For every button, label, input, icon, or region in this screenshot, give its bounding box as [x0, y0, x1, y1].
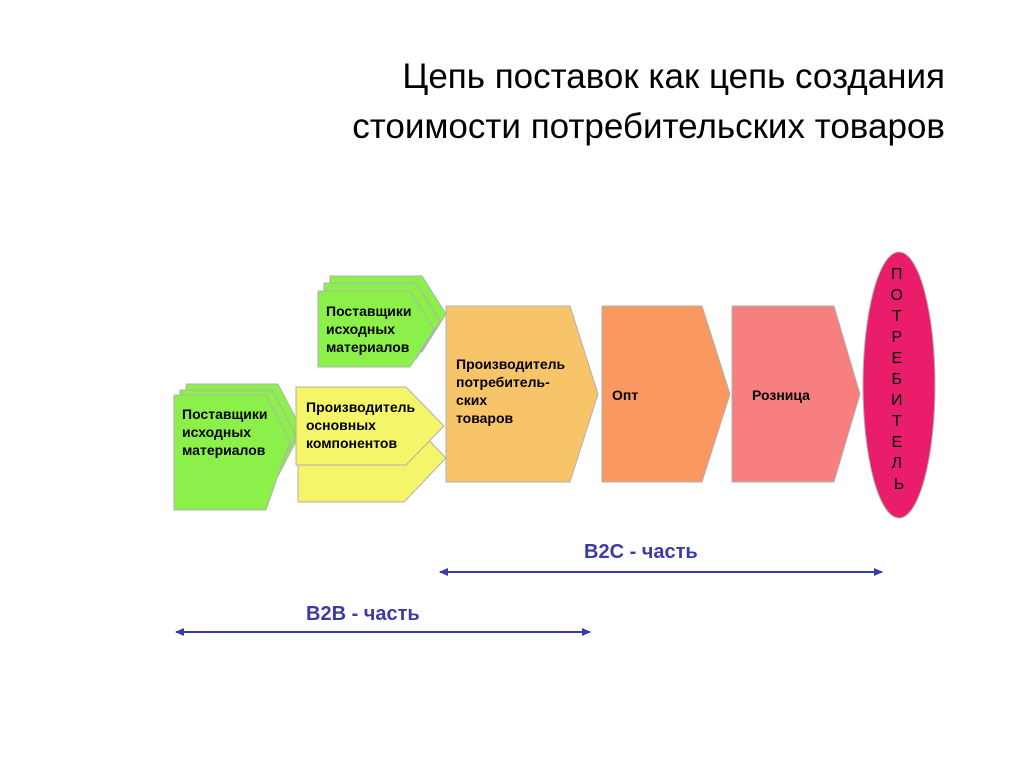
goods-producer-label-line-2: потребитель-	[456, 374, 550, 390]
wholesale-chevron	[601, 305, 731, 483]
components-producer-label-line-3: компонентов	[306, 435, 397, 451]
title-line-1: Цепь поставок как цепь создания	[402, 57, 945, 96]
goods-producer-label-line-1: Производитель	[456, 356, 566, 372]
consumer-letter-4: Р	[891, 329, 902, 346]
consumer-letter-3: Т	[892, 308, 902, 325]
lower-supplier-stack: Поставщики исходных материалов	[173, 383, 303, 511]
lower-supplier-label-line-3: материалов	[182, 442, 266, 458]
upper-supplier-chevron	[317, 290, 435, 368]
b2c-range-label: B2C - часть	[584, 541, 698, 563]
consumer-letter-9: Е	[891, 434, 902, 451]
b2b-range-label: B2B - часть	[306, 603, 420, 625]
lower-supplier-chevron	[173, 394, 291, 511]
consumer-ellipse	[862, 251, 936, 519]
consumer-letter-7: И	[891, 392, 903, 409]
goods-producer-stage: Производитель потребитель- ских товаров	[445, 305, 599, 483]
upper-supplier-stack: Поставщики исходных материалов	[317, 275, 447, 368]
components-producer-chevron	[295, 386, 445, 466]
components-producer-label-line-1: Производитель	[306, 399, 416, 415]
consumer-letter-11: Ь	[894, 476, 905, 493]
b2c-range: B2C - часть	[439, 541, 883, 576]
consumer-letter-6: Б	[892, 371, 903, 388]
upper-supplier-label: Поставщики исходных материалов	[326, 303, 415, 355]
components-producer-label-line-2: основных	[306, 417, 376, 433]
lower-supplier-label-line-1: Поставщики	[182, 406, 268, 422]
goods-producer-label: Производитель потребитель- ских товаров	[456, 356, 569, 426]
goods-producer-label-line-4: товаров	[456, 410, 514, 426]
title-line-2: стоимости потребительских товаров	[352, 107, 945, 146]
upper-supplier-label-line-2: исходных	[326, 321, 395, 337]
consumer-letter-2: О	[891, 287, 903, 304]
consumer-letter-8: Т	[892, 413, 902, 430]
wholesale-label: Опт	[612, 387, 638, 403]
consumer-letter-1: П	[891, 266, 903, 283]
goods-producer-label-line-3: ских	[456, 392, 487, 408]
retail-chevron	[731, 305, 861, 483]
consumer-stage: П О Т Р Е Б И Т Е Л Ь	[862, 251, 936, 519]
upper-supplier-label-line-3: материалов	[326, 339, 410, 355]
retail-label: Розница	[752, 387, 810, 403]
wholesale-stage: Опт	[601, 305, 731, 483]
consumer-letter-10: Л	[892, 455, 903, 472]
lower-supplier-label: Поставщики исходных материалов	[182, 406, 271, 458]
consumer-letter-5: Е	[891, 350, 902, 367]
components-producer-label: Производитель основных компонентов	[306, 399, 419, 451]
components-producer-stack: Производитель основных компонентов	[295, 386, 447, 503]
upper-supplier-label-line-1: Поставщики	[326, 303, 412, 319]
lower-supplier-label-line-2: исходных	[182, 424, 251, 440]
b2b-range: B2B - часть	[175, 603, 591, 636]
consumer-label: П О Т Р Е Б И Т Е Л Ь	[891, 266, 908, 493]
goods-producer-chevron	[445, 305, 599, 483]
slide-title: Цепь поставок как цепь создания стоимост…	[150, 52, 945, 152]
retail-stage: Розница	[731, 305, 861, 483]
